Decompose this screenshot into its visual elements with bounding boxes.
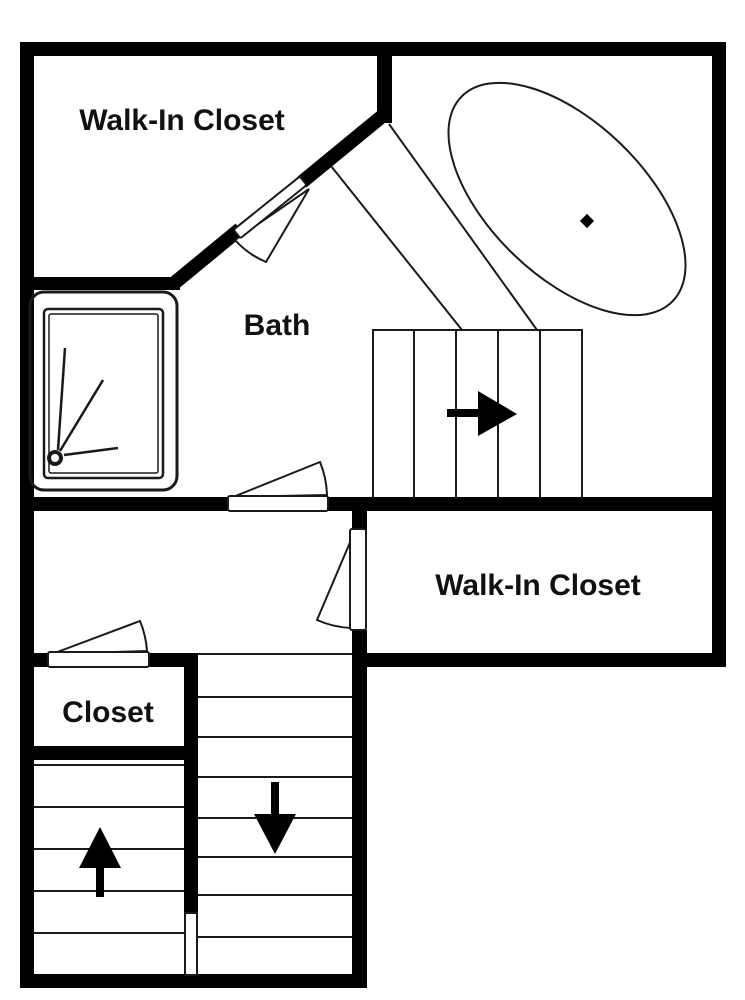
- wall-hall-bottom-left: [20, 653, 49, 667]
- door-swing: [232, 460, 329, 498]
- bathtub: [447, 81, 687, 317]
- shower-spray-line: [63, 446, 119, 457]
- shower-drain: [47, 450, 63, 466]
- door-swing: [233, 188, 310, 264]
- shower-enclosure: [28, 290, 179, 492]
- railing-line-right: [388, 123, 538, 331]
- bathtub-drain: [579, 213, 595, 229]
- stairs-upper: [372, 329, 583, 497]
- railing-line-left: [330, 165, 463, 331]
- door-slab: [227, 495, 329, 512]
- wall-wic2-left-upper: [352, 497, 367, 530]
- up-arrow-stem: [96, 864, 104, 897]
- wall-right: [712, 42, 726, 667]
- room-label-walk-in-closet-right: Walk-In Closet: [435, 569, 641, 602]
- bath-door: [227, 460, 329, 512]
- closet-door: [47, 619, 150, 668]
- wall-top-stub: [377, 48, 392, 123]
- room-label-bath: Bath: [244, 309, 311, 342]
- wall-closet-top-bottom: [20, 277, 180, 290]
- wall-wic2-left-lower: [352, 630, 367, 988]
- down-arrow-head: [254, 814, 296, 854]
- stairs-upper-outline: [372, 329, 583, 497]
- shower: [28, 290, 179, 492]
- room-label-closet: Closet: [62, 696, 154, 729]
- wall-diagonal-lower: [167, 223, 245, 291]
- walk-in-closet-door: [315, 528, 367, 631]
- stairs-lower-right: [198, 653, 352, 938]
- wall-diagonal-upper: [297, 107, 391, 188]
- wall-bath-bottom-right: [328, 497, 726, 511]
- up-arrow-icon: [79, 827, 121, 897]
- shower-pan-outer: [42, 307, 165, 480]
- shower-pan-inner: [48, 313, 159, 474]
- diagonal-closet-door: [233, 176, 310, 264]
- door-slab: [349, 528, 367, 631]
- door-swing: [51, 619, 149, 655]
- right-arrow-icon: [447, 391, 517, 436]
- door-slab: [233, 176, 307, 239]
- wall-bath-bottom-left: [20, 497, 229, 511]
- wall-wic2-bottom: [352, 653, 726, 667]
- wall-stair-divider: [184, 746, 198, 913]
- wall-top: [20, 42, 726, 56]
- walls: [20, 42, 726, 988]
- up-arrow-head: [79, 827, 121, 868]
- stair-divider-open-rail: [184, 912, 198, 976]
- wall-closet-bottom: [20, 746, 198, 760]
- wall-left: [20, 42, 34, 988]
- shower-spray-line: [56, 347, 67, 451]
- stairwell-railing: [330, 123, 538, 331]
- shower-spray-line: [58, 379, 105, 452]
- down-arrow-stem: [271, 782, 279, 816]
- bathtub-rim: [447, 81, 687, 317]
- door-slab: [47, 651, 150, 668]
- doors: [47, 176, 367, 668]
- right-arrow-head: [478, 391, 517, 436]
- wall-closet-right: [184, 653, 198, 760]
- down-arrow-icon: [254, 782, 296, 854]
- room-label-walk-in-closet-top: Walk-In Closet: [79, 104, 285, 137]
- right-arrow-stem: [447, 409, 480, 417]
- wall-bottom: [20, 974, 367, 988]
